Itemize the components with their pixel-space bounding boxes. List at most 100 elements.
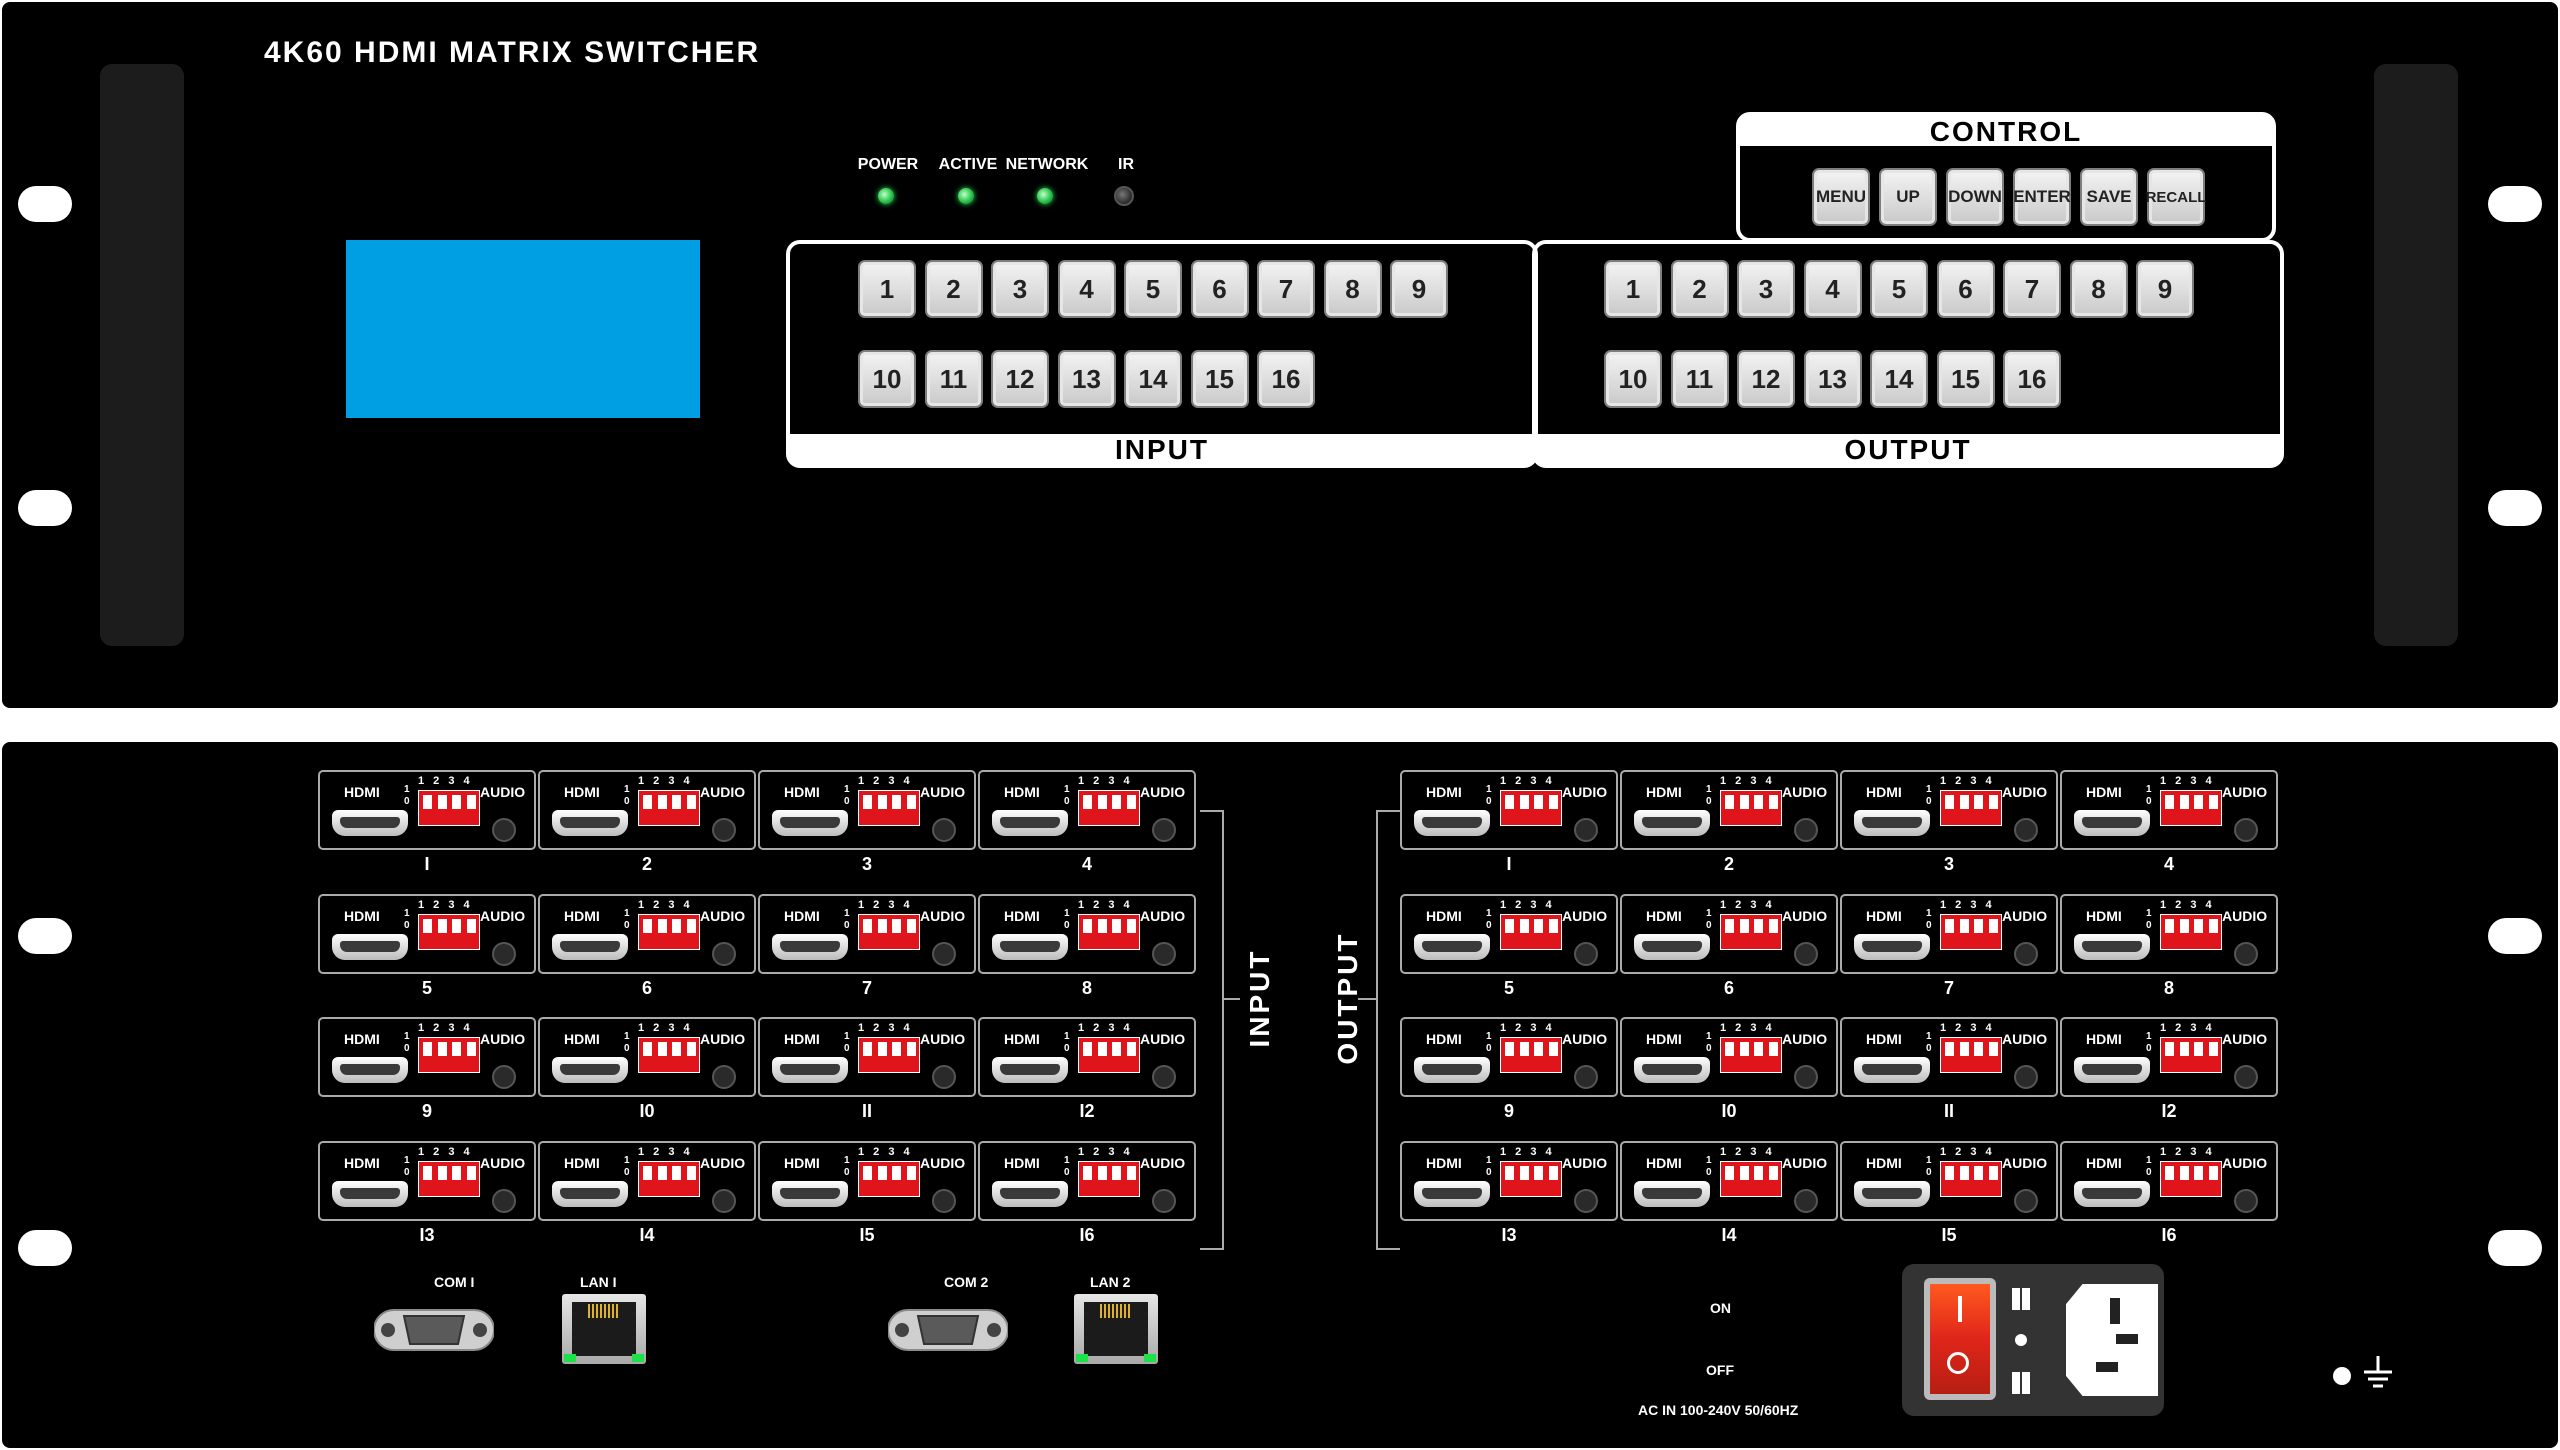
audio-jack-icon[interactable] [1152,1188,1176,1213]
input-button-11[interactable]: 11 [924,350,983,408]
input-button-2[interactable]: 2 [924,260,983,318]
hdmi-connector-icon[interactable] [772,1057,848,1083]
input-button-15[interactable]: 15 [1190,350,1249,408]
hdmi-connector-icon[interactable] [332,1057,408,1083]
dip-switch[interactable] [858,1160,920,1197]
dip-switch[interactable] [858,790,920,826]
audio-jack-icon[interactable] [2234,818,2258,842]
audio-jack-icon[interactable] [1574,1065,1598,1089]
hdmi-connector-icon[interactable] [1634,810,1710,836]
dip-switch[interactable] [1500,913,1562,950]
dip-switch[interactable] [418,1037,480,1073]
hdmi-connector-icon[interactable] [1854,933,1930,960]
hdmi-connector-icon[interactable] [1414,1180,1490,1207]
hdmi-connector-icon[interactable] [332,810,408,836]
ac-inlet-icon[interactable] [2066,1284,2158,1396]
control-button-save[interactable]: SAVE [2080,168,2138,226]
audio-jack-icon[interactable] [492,941,516,966]
dip-switch[interactable] [1078,790,1140,826]
audio-jack-icon[interactable] [2014,818,2038,842]
left-handle[interactable] [100,64,184,646]
hdmi-connector-icon[interactable] [552,1057,628,1083]
hdmi-connector-icon[interactable] [2074,810,2150,836]
input-button-12[interactable]: 12 [991,350,1049,408]
hdmi-connector-icon[interactable] [1854,810,1930,836]
dip-switch[interactable] [1720,790,1782,826]
audio-jack-icon[interactable] [932,1065,956,1089]
lan2-port-icon[interactable] [1074,1294,1158,1364]
dip-switch[interactable] [1078,913,1140,950]
hdmi-connector-icon[interactable] [992,1180,1068,1207]
audio-jack-icon[interactable] [2234,1188,2258,1213]
audio-jack-icon[interactable] [932,818,956,842]
dip-switch[interactable] [638,1037,700,1073]
hdmi-connector-icon[interactable] [772,1180,848,1207]
audio-jack-icon[interactable] [492,1065,516,1089]
dip-switch[interactable] [1940,1160,2002,1197]
hdmi-connector-icon[interactable] [332,933,408,960]
control-button-menu[interactable]: MENU [1812,168,1870,226]
input-button-9[interactable]: 9 [1390,260,1448,318]
lan1-port-icon[interactable] [562,1294,646,1364]
input-button-7[interactable]: 7 [1257,260,1315,318]
com2-port-icon[interactable] [888,1304,1008,1356]
audio-jack-icon[interactable] [712,1188,736,1213]
audio-jack-icon[interactable] [1794,1188,1818,1213]
hdmi-connector-icon[interactable] [1634,1057,1710,1083]
input-button-16[interactable]: 16 [1257,350,1315,408]
output-button-7[interactable]: 7 [2003,260,2061,318]
output-button-3[interactable]: 3 [1737,260,1795,318]
audio-jack-icon[interactable] [1152,818,1176,842]
control-button-enter[interactable]: ENTER [2013,168,2071,226]
dip-switch[interactable] [1500,1037,1562,1073]
dip-switch[interactable] [418,790,480,826]
input-button-5[interactable]: 5 [1124,260,1182,318]
hdmi-connector-icon[interactable] [1414,933,1490,960]
output-button-10[interactable]: 10 [1604,350,1662,408]
hdmi-connector-icon[interactable] [992,1057,1068,1083]
dip-switch[interactable] [1078,1037,1140,1073]
com1-port-icon[interactable] [374,1304,494,1356]
audio-jack-icon[interactable] [1794,1065,1818,1089]
hdmi-connector-icon[interactable] [1854,1057,1930,1083]
input-button-13[interactable]: 13 [1057,350,1116,408]
dip-switch[interactable] [638,790,700,826]
dip-switch[interactable] [1078,1160,1140,1197]
hdmi-connector-icon[interactable] [552,810,628,836]
audio-jack-icon[interactable] [2014,941,2038,966]
control-button-down[interactable]: DOWN [1946,168,2004,226]
hdmi-connector-icon[interactable] [2074,1180,2150,1207]
audio-jack-icon[interactable] [1152,941,1176,966]
input-button-1[interactable]: 1 [858,260,916,318]
dip-switch[interactable] [1720,1160,1782,1197]
hdmi-connector-icon[interactable] [1414,810,1490,836]
audio-jack-icon[interactable] [1152,1065,1176,1089]
audio-jack-icon[interactable] [2234,1065,2258,1089]
audio-jack-icon[interactable] [492,1188,516,1213]
output-button-9[interactable]: 9 [2136,260,2194,318]
audio-jack-icon[interactable] [1574,818,1598,842]
audio-jack-icon[interactable] [1794,941,1818,966]
audio-jack-icon[interactable] [2014,1188,2038,1213]
input-button-14[interactable]: 14 [1124,350,1182,408]
dip-switch[interactable] [2160,790,2222,826]
output-button-5[interactable]: 5 [1870,260,1928,318]
power-switch[interactable] [1924,1278,1996,1400]
audio-jack-icon[interactable] [932,1188,956,1213]
control-button-recall[interactable]: RECALL [2146,168,2206,226]
output-button-13[interactable]: 13 [1803,350,1862,408]
hdmi-connector-icon[interactable] [332,1180,408,1207]
output-button-2[interactable]: 2 [1670,260,1729,318]
audio-jack-icon[interactable] [2234,941,2258,966]
output-button-11[interactable]: 11 [1670,350,1729,408]
dip-switch[interactable] [418,1160,480,1197]
audio-jack-icon[interactable] [2014,1065,2038,1089]
audio-jack-icon[interactable] [712,941,736,966]
dip-switch[interactable] [2160,913,2222,950]
hdmi-connector-icon[interactable] [2074,933,2150,960]
audio-jack-icon[interactable] [1574,941,1598,966]
output-button-6[interactable]: 6 [1936,260,1995,318]
hdmi-connector-icon[interactable] [772,810,848,836]
output-button-16[interactable]: 16 [2003,350,2061,408]
hdmi-connector-icon[interactable] [992,810,1068,836]
